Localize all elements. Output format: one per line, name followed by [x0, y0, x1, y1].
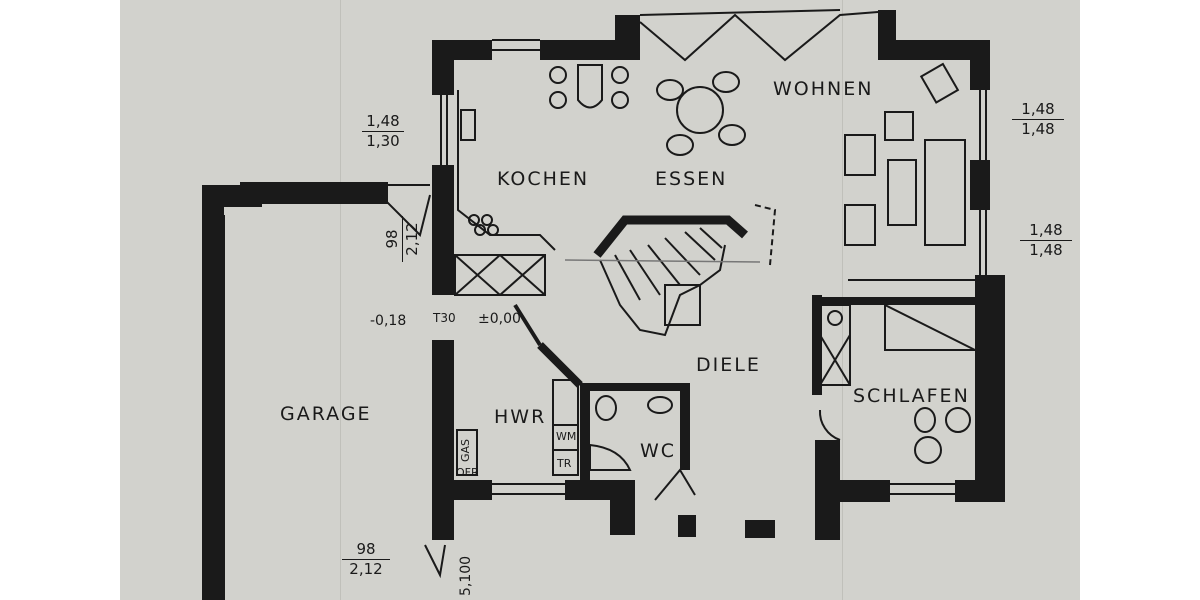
appliance-label-ofr: OFR — [456, 466, 479, 479]
room-label-schlafen: SCHLAFEN — [853, 385, 970, 407]
wall — [580, 385, 590, 485]
wardrobe — [884, 305, 975, 351]
dryer — [552, 449, 579, 476]
dimension-top: 98 — [356, 540, 376, 558]
dimension-top: 1,48 — [1021, 100, 1055, 118]
wall — [680, 385, 690, 470]
wall — [878, 40, 988, 60]
room-label-wohnen: WOHNEN — [773, 78, 874, 100]
wall — [240, 182, 388, 204]
dimension-kitchen-window: 1,48 1,30 — [362, 112, 404, 151]
chair — [914, 407, 936, 433]
dimension-bottom: 2,12 — [342, 559, 390, 579]
sofa — [924, 139, 966, 246]
appliance-label-gas: GAS — [459, 438, 472, 462]
wall — [610, 480, 635, 535]
level-floor: ±0,00 — [478, 311, 521, 327]
wall — [513, 303, 542, 347]
fridge — [460, 109, 476, 141]
door-swing — [379, 194, 431, 237]
room-label-essen: ESSEN — [655, 168, 728, 190]
coffee-table — [887, 159, 917, 226]
dimension-top: 1,48 — [1029, 221, 1063, 239]
wall — [537, 342, 583, 388]
washbasin — [647, 396, 673, 414]
paper-fold-line — [340, 0, 341, 600]
room-label-wc: WC — [640, 440, 677, 462]
room-label-garage: GARAGE — [280, 403, 372, 425]
stair-direction-line — [564, 259, 761, 263]
appliance-label-wm: WM — [556, 430, 577, 443]
dimension-garage-bottom: 98 2,12 — [342, 540, 390, 579]
wall — [202, 185, 224, 600]
wall — [812, 295, 822, 395]
armchair — [844, 134, 876, 176]
dimension-bottom: 1,30 — [362, 131, 404, 151]
dimension-living-window-top: 1,48 1,48 — [1012, 100, 1064, 139]
stove-circle — [827, 310, 843, 326]
dining-table — [676, 86, 724, 134]
armchair — [884, 111, 914, 141]
fixtures — [223, 9, 987, 600]
appliance-label-tr: TR — [557, 457, 572, 470]
chimney — [819, 304, 851, 386]
wall — [432, 165, 454, 295]
gas-unit — [456, 429, 478, 476]
door-swing — [654, 468, 696, 501]
dimension-entrance-width: 5,100 — [458, 555, 474, 596]
dimension-bottom: 2,12 — [402, 216, 422, 262]
dimension-bottom: 1,48 — [1020, 240, 1072, 260]
room-label-kochen: KOCHEN — [497, 168, 590, 190]
window-frame — [639, 11, 879, 62]
staircase — [599, 244, 726, 337]
wall — [678, 515, 696, 537]
armchair — [844, 204, 876, 246]
wall — [432, 480, 492, 500]
chair — [945, 407, 971, 433]
side-table — [919, 62, 960, 104]
dimension-top: 98 — [383, 229, 401, 249]
dimension-garage-door-left: 98 2,12 — [383, 216, 422, 262]
wall — [970, 160, 990, 210]
wall — [812, 297, 977, 305]
toilet — [595, 395, 617, 421]
room-label-diele: DIELE — [696, 354, 761, 376]
wall — [580, 383, 690, 391]
walls — [202, 10, 1005, 600]
dimension-bottom: 1,48 — [1012, 119, 1064, 139]
door-swing — [754, 204, 777, 266]
door-swing — [818, 409, 841, 441]
stair-wall — [593, 215, 748, 258]
level-garage: -0,18 — [370, 313, 407, 329]
wall — [820, 480, 890, 502]
stair-landing — [664, 284, 701, 326]
door-swing — [424, 544, 446, 579]
room-label-hwr: HWR — [494, 406, 547, 428]
level-threshold: T30 — [433, 311, 456, 325]
wall — [955, 480, 1005, 502]
wall — [615, 15, 640, 60]
chair — [914, 436, 942, 464]
wall — [432, 340, 454, 540]
wall — [432, 40, 492, 60]
shower — [589, 443, 632, 471]
kitchen-table — [577, 64, 603, 109]
dimension-living-window-mid: 1,48 1,48 — [1020, 221, 1072, 260]
wall — [745, 520, 775, 538]
dimension-top: 1,48 — [366, 112, 400, 130]
wall — [975, 275, 1005, 500]
storage-cabinet — [454, 254, 546, 296]
wall — [970, 40, 990, 90]
boiler — [552, 379, 579, 426]
